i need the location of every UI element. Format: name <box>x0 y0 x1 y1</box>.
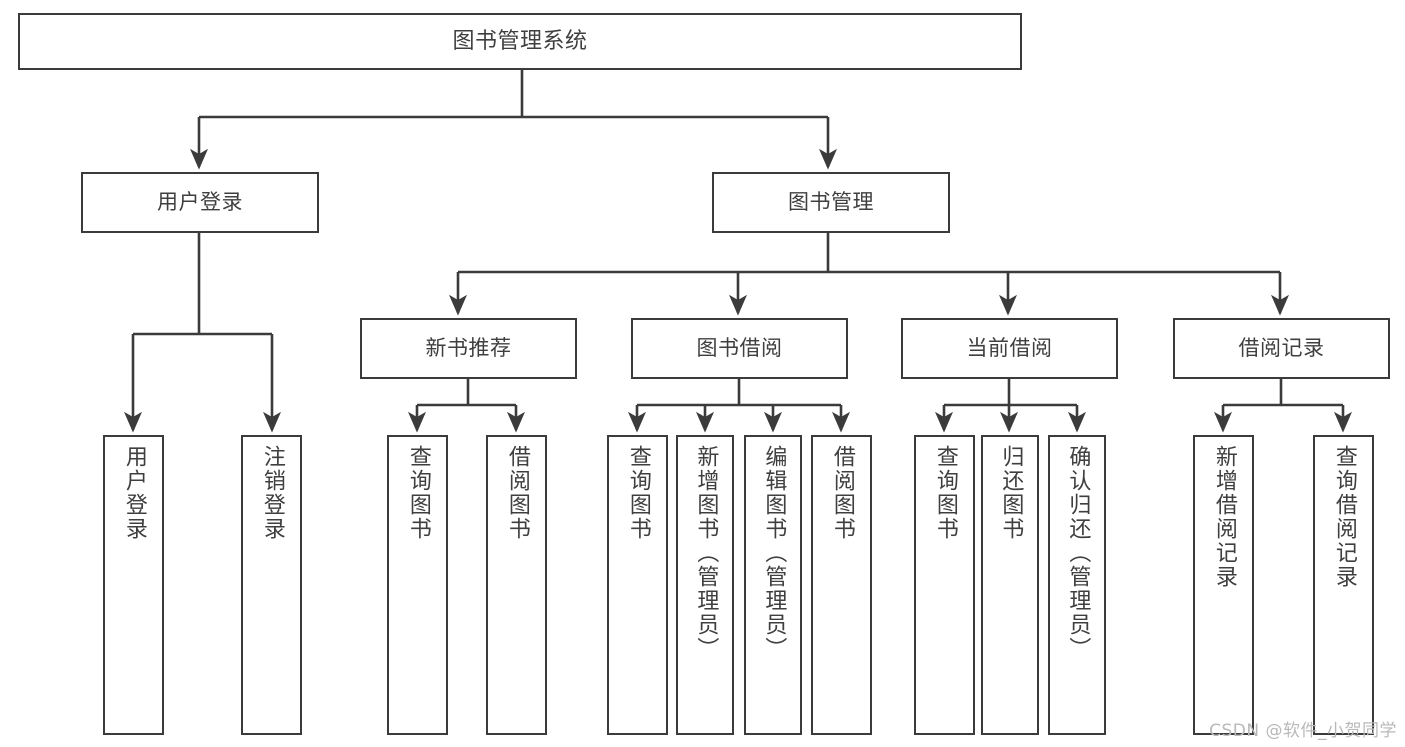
node-leaf-add-record[interactable]: 新增借阅记录 <box>1193 435 1254 735</box>
node-leaf-user-login-label: 用户登录 <box>121 445 147 541</box>
node-leaf-query-book-2[interactable]: 查询图书 <box>607 435 668 735</box>
node-book-borrow-label: 图书借阅 <box>696 336 783 361</box>
node-leaf-return-book[interactable]: 归还图书 <box>981 435 1039 735</box>
node-new-book-recommend[interactable]: 新书推荐 <box>360 318 577 379</box>
node-user-login-label: 用户登录 <box>157 190 243 215</box>
node-leaf-query-book-3-label: 查询图书 <box>932 445 958 541</box>
node-leaf-add-book-label: 新增图书（管理员） <box>693 445 719 661</box>
node-new-book-recommend-label: 新书推荐 <box>425 336 512 361</box>
node-leaf-edit-book-label: 编辑图书（管理员） <box>761 445 787 661</box>
node-leaf-user-login[interactable]: 用户登录 <box>103 435 164 735</box>
node-leaf-query-book-3[interactable]: 查询图书 <box>914 435 975 735</box>
node-leaf-query-book-2-label: 查询图书 <box>625 445 651 541</box>
node-leaf-user-logout[interactable]: 注销登录 <box>241 435 302 735</box>
node-leaf-add-record-label: 新增借阅记录 <box>1211 445 1237 589</box>
node-leaf-return-book-label: 归还图书 <box>998 445 1024 541</box>
node-leaf-add-book[interactable]: 新增图书（管理员） <box>676 435 734 735</box>
node-book-borrow[interactable]: 图书借阅 <box>631 318 848 379</box>
node-current-borrow[interactable]: 当前借阅 <box>901 318 1118 379</box>
node-root-label: 图书管理系统 <box>452 28 588 54</box>
node-leaf-query-book-1-label: 查询图书 <box>405 445 431 541</box>
watermark: CSDN @软件_小贺同学 <box>1209 721 1397 741</box>
node-leaf-query-record-label: 查询借阅记录 <box>1331 445 1357 589</box>
node-leaf-borrow-book-1-label: 借阅图书 <box>504 445 530 541</box>
node-borrow-record[interactable]: 借阅记录 <box>1173 318 1390 379</box>
node-leaf-borrow-book-2[interactable]: 借阅图书 <box>811 435 872 735</box>
node-book-manage[interactable]: 图书管理 <box>712 172 950 233</box>
node-user-login[interactable]: 用户登录 <box>81 172 319 233</box>
node-leaf-edit-book[interactable]: 编辑图书（管理员） <box>744 435 802 735</box>
node-borrow-record-label: 借阅记录 <box>1238 336 1325 361</box>
node-book-manage-label: 图书管理 <box>788 190 874 215</box>
node-leaf-confirm-return-label: 确认归还（管理员） <box>1065 445 1091 661</box>
node-current-borrow-label: 当前借阅 <box>966 336 1053 361</box>
node-leaf-query-book-1[interactable]: 查询图书 <box>387 435 448 735</box>
node-leaf-query-record[interactable]: 查询借阅记录 <box>1313 435 1374 735</box>
node-leaf-confirm-return[interactable]: 确认归还（管理员） <box>1048 435 1106 735</box>
node-leaf-user-logout-label: 注销登录 <box>259 445 285 541</box>
node-leaf-borrow-book-1[interactable]: 借阅图书 <box>486 435 547 735</box>
node-leaf-borrow-book-2-label: 借阅图书 <box>829 445 855 541</box>
node-root[interactable]: 图书管理系统 <box>18 13 1022 70</box>
